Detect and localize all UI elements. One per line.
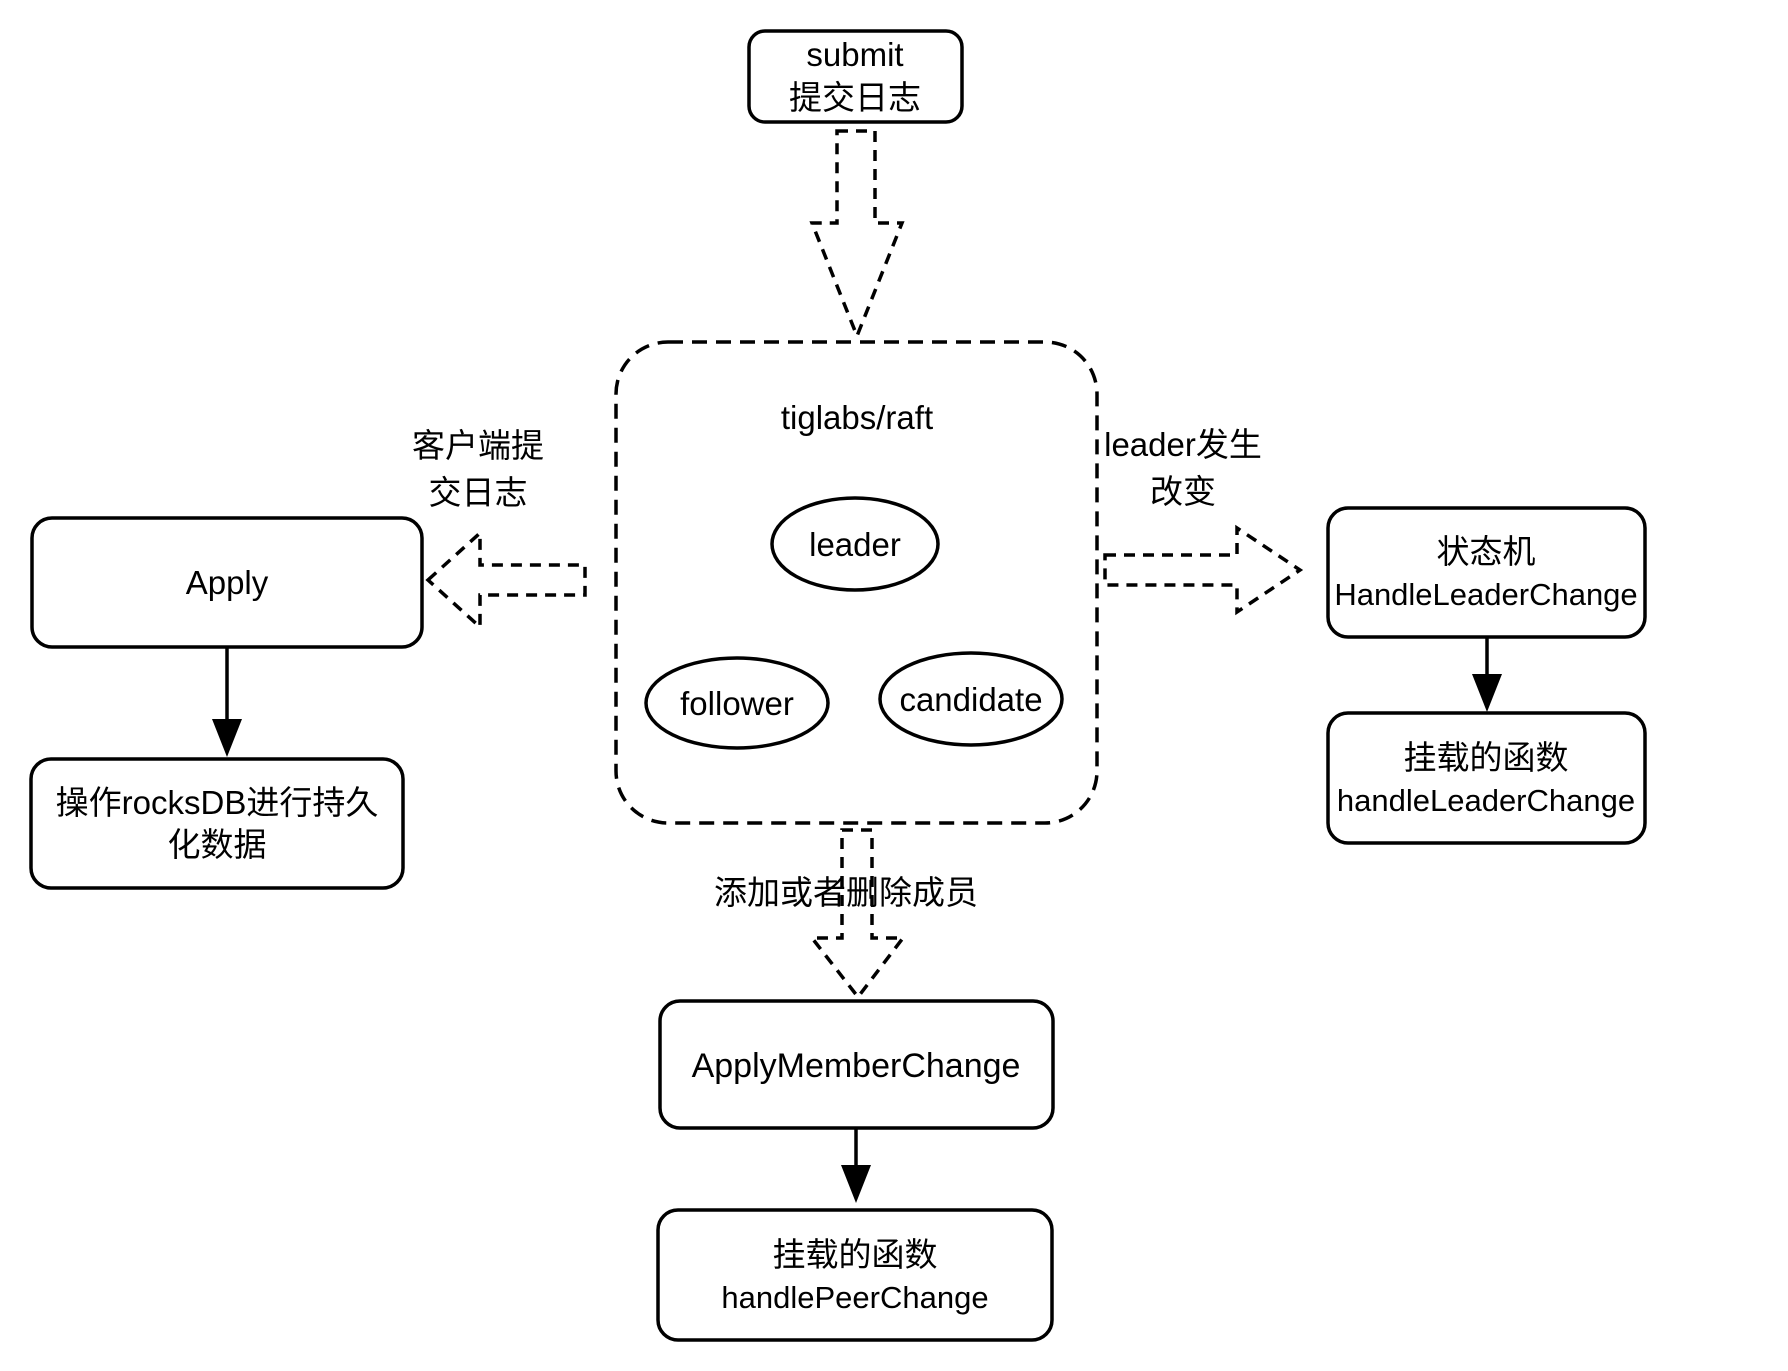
leader-change-edge-label: leader发生 改变: [1104, 426, 1262, 510]
leader-change-label-line1: leader发生: [1104, 426, 1262, 463]
apply-label: Apply: [186, 564, 269, 601]
statemachine-label-line2: HandleLeaderChange: [1334, 577, 1637, 612]
client-submit-edge-label: 客户端提 交日志: [412, 427, 544, 511]
apply-to-rocksdb-arrowhead: [212, 719, 242, 757]
candidate-state: candidate: [878, 651, 1064, 747]
follower-ellipse: [644, 656, 830, 750]
peer-handler-node-box: [656, 1208, 1054, 1342]
apply-to-rocksdb-arrow: [212, 647, 242, 757]
follower-label: follower: [680, 685, 794, 722]
submit-label-en: submit: [806, 36, 903, 73]
rocksdb-label-line2: 化数据: [168, 826, 267, 863]
statemachine-to-handler-arrow: [1472, 637, 1502, 712]
raft-to-memberchange-arrow: [808, 828, 907, 1000]
raft-container: tiglabs/raft leader follower candidate: [614, 340, 1099, 825]
submit-label-zh: 提交日志: [789, 79, 921, 116]
statemachine-label-line1: 状态机: [1437, 533, 1536, 570]
peer-handler-label-line1: 挂载的函数: [773, 1236, 938, 1273]
applymemberchange-node: ApplyMemberChange: [658, 999, 1055, 1130]
leader-handler-node-box: [1326, 711, 1647, 845]
rocksdb-node-box: [29, 757, 405, 890]
peer-handler-label-line2: handlePeerChange: [721, 1280, 988, 1315]
leader-handler-label-line1: 挂载的函数: [1404, 739, 1569, 776]
submit-node-box: [747, 29, 964, 124]
leader-handler-label-line2: handleLeaderChange: [1337, 783, 1635, 818]
leader-change-label-line2: 改变: [1150, 473, 1216, 510]
raft-container-title: tiglabs/raft: [781, 399, 933, 436]
raft-container-border: [614, 340, 1099, 825]
leader-handler-node: 挂载的函数 handleLeaderChange: [1326, 711, 1647, 845]
submit-node: submit 提交日志: [747, 29, 964, 124]
raft-to-statemachine-arrow: [1103, 524, 1304, 616]
raft-to-apply-arrow: [425, 529, 587, 631]
applymemberchange-label: ApplyMemberChange: [692, 1047, 1021, 1085]
statemachine-node-box: [1326, 506, 1647, 639]
peer-handler-node: 挂载的函数 handlePeerChange: [656, 1208, 1054, 1342]
client-submit-label-line1: 客户端提: [412, 427, 544, 464]
rocksdb-node: 操作rocksDB进行持久 化数据: [29, 757, 405, 890]
follower-state: follower: [644, 656, 830, 750]
member-change-label: 添加或者删除成员: [714, 874, 978, 911]
leader-state: leader: [770, 496, 940, 592]
candidate-label: candidate: [899, 681, 1042, 718]
leader-ellipse: [770, 496, 940, 592]
leader-label: leader: [809, 526, 901, 563]
memberchange-to-handler-arrow: [841, 1128, 871, 1203]
memberchange-to-handler-arrowhead: [841, 1165, 871, 1203]
apply-node: Apply: [30, 516, 424, 649]
submit-to-raft-arrow: [809, 129, 905, 341]
statemachine-to-handler-arrowhead: [1472, 674, 1502, 712]
statemachine-node: 状态机 HandleLeaderChange: [1326, 506, 1647, 639]
client-submit-label-line2: 交日志: [429, 474, 528, 511]
rocksdb-label-line1: 操作rocksDB进行持久: [56, 784, 379, 821]
candidate-ellipse: [878, 651, 1064, 747]
